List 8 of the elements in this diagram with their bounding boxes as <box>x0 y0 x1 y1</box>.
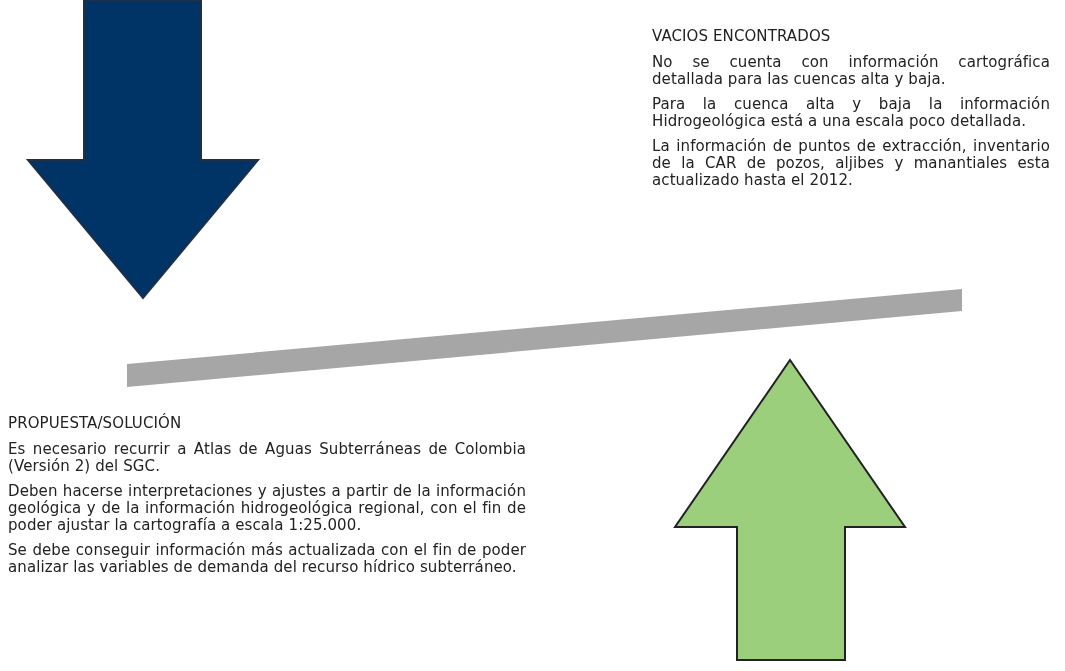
paragraph: La información de puntos de extracción, inventario de la CAR de pozos, aljibes y manantiales esta actualizado hasta el 2012. <box>652 138 1050 189</box>
paragraph: Se debe conseguir información más actualizada con el fin de poder analizar las variables de demanda del recurso hídrico subterráneo. <box>8 542 526 576</box>
paragraph: Deben hacerse interpretaciones y ajustes a partir de la información geológica y de la información hidrogeológica regional, con el fin de poder ajustar la cartografía a escala 1:25.000. <box>8 483 526 534</box>
section-heading: PROPUESTA/SOLUCIÓN <box>8 415 183 432</box>
section-heading: VACIOS ENCONTRADOS <box>652 28 832 45</box>
paragraph: Para la cuenca alta y baja la información Hidrogeológica está a una escala poco detallada. <box>652 96 1050 130</box>
paragraph: Es necesario recurrir a Atlas de Aguas Subterráneas de Colombia (Versión 2) del SGC. <box>8 441 526 475</box>
paragraph: No se cuenta con información cartográfica detallada para las cuencas alta y baja. <box>652 54 1050 88</box>
